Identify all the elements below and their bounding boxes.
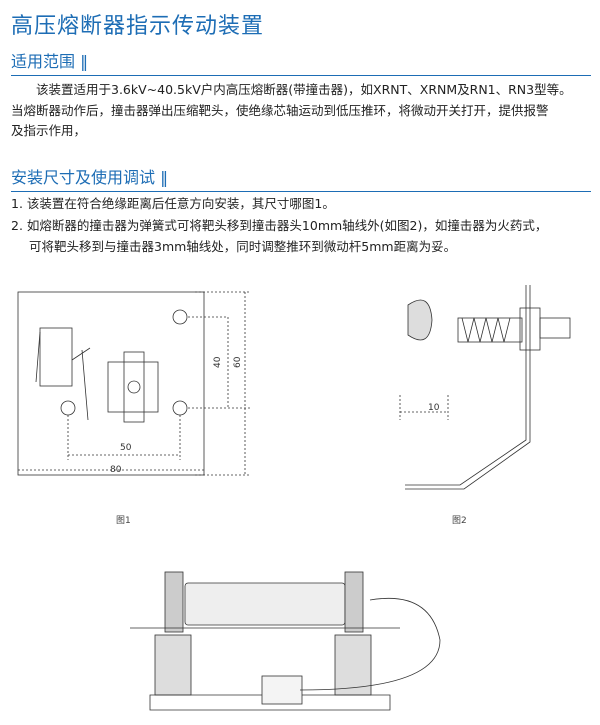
figure-3-fuse-assembly	[130, 571, 441, 711]
scope-paragraph: 该装置适用于3.6kV~40.5kV户内高压熔断器(带撞击器)，如XRNT、XR…	[11, 80, 596, 142]
item-number: 1.	[11, 196, 23, 211]
list-item: 2. 如熔断器的撞击器为弹簧式可将靶头移到撞击器头10mm轴线外(如图2)，如撞…	[11, 216, 596, 257]
figure-2-caption: 图2	[452, 516, 467, 526]
dim-10: 10	[428, 403, 440, 413]
page-title: 高压熔断器指示传动装置	[11, 14, 265, 39]
figure-1	[17, 291, 250, 476]
dim-80: 80	[110, 465, 122, 475]
dim-60: 60	[233, 356, 243, 368]
figure-1-caption: 图1	[116, 516, 131, 526]
dim-50: 50	[120, 443, 132, 453]
list-item: 1. 该装置在符合绝缘距离后任意方向安装，其尺寸哪图1。	[11, 194, 596, 215]
text-line: 及指示作用，	[11, 123, 87, 138]
text-line: 当熔断器动作后，撞击器弹出压缩靶头，使绝缘芯轴运动到低压推环，将微动开关打开，提…	[11, 102, 549, 118]
item-text: 如熔断器的撞击器为弹簧式可将靶头移到撞击器头10mm轴线外(如图2)，如撞击器为…	[26, 218, 548, 233]
item-text: 可将靶头移到与撞击器3mm轴线处，同时调整推环到微动杆5mm距离为妥。	[29, 238, 457, 254]
item-text: 该装置在符合绝缘距离后任意方向安装，其尺寸哪图1。	[26, 196, 335, 211]
text-line: 该装置适用于3.6kV~40.5kV户内高压熔断器(带撞击器)，如XRNT、XR…	[11, 82, 572, 97]
section-heading-scope: 适用范围 ‖	[11, 48, 591, 76]
item-number: 2.	[11, 218, 23, 233]
dim-40: 40	[213, 356, 223, 368]
section-heading-install: 安装尺寸及使用调试 ‖	[11, 164, 591, 192]
figure-2	[399, 285, 571, 490]
